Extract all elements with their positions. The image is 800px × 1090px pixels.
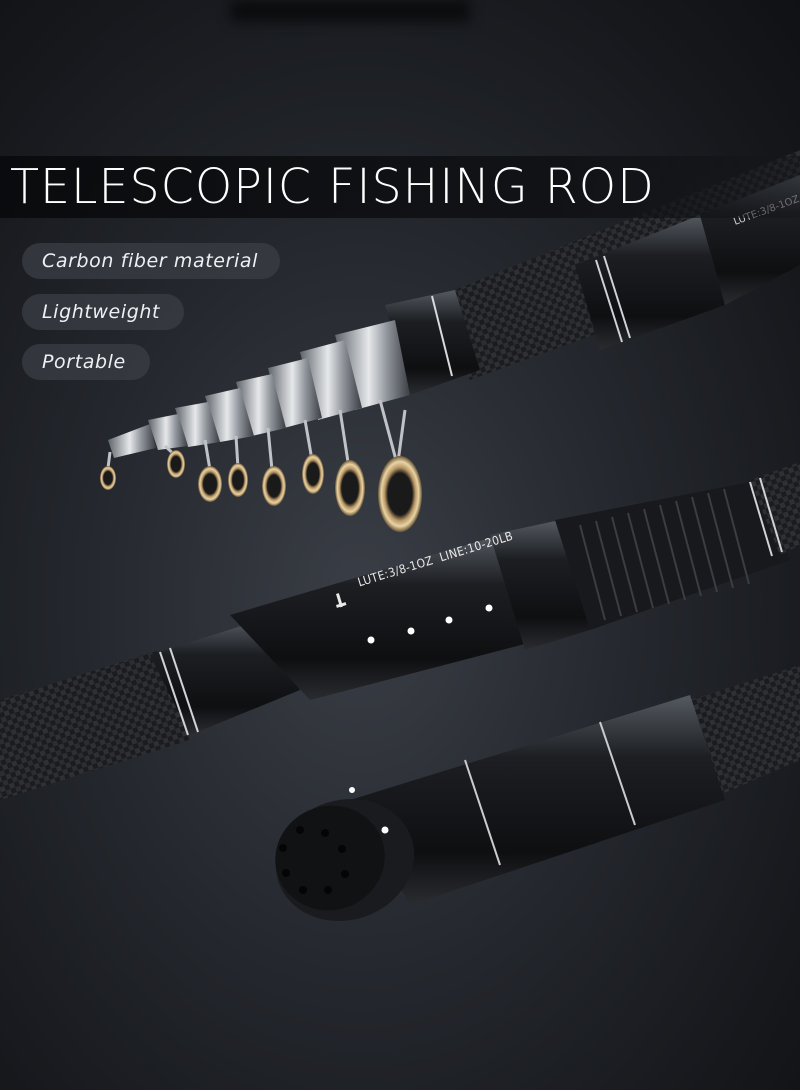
- line-guides: [100, 399, 422, 532]
- page-title: TELESCOPIC FISHING ROD: [10, 159, 655, 215]
- top-shadow: [230, 0, 470, 22]
- feature-badge-lightweight: Lightweight: [22, 294, 184, 330]
- lower-rod-segment: [275, 665, 800, 922]
- telescopic-sections: [108, 320, 410, 458]
- feature-badge-portable: Portable: [22, 344, 150, 380]
- middle-rod-segment: [0, 462, 800, 800]
- feature-badge-carbon: Carbon fiber material: [22, 243, 280, 279]
- title-banner: [0, 156, 800, 218]
